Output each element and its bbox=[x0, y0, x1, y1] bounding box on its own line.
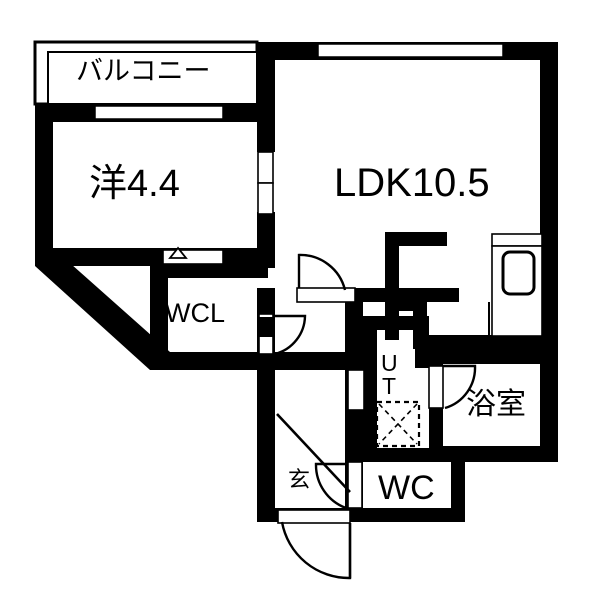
bedroom-door-icon bbox=[162, 246, 224, 265]
room-label-bedroom: 洋4.4 bbox=[89, 163, 180, 205]
toilet-door-icon bbox=[314, 461, 363, 510]
room-label-bathroom: 浴室 bbox=[466, 388, 526, 421]
room-label-balcony: バルコニー bbox=[76, 56, 211, 86]
washing-machine-icon bbox=[375, 400, 421, 448]
balcony-area bbox=[33, 40, 259, 106]
room-label-entrance: 玄 bbox=[288, 467, 311, 492]
windows bbox=[94, 43, 504, 120]
entrance-door-icon bbox=[277, 509, 352, 580]
sink-icon bbox=[491, 233, 543, 337]
door-jamb bbox=[258, 317, 274, 337]
room-label-utility-u: U bbox=[381, 350, 398, 376]
room-label-wcl: WCL bbox=[165, 298, 225, 328]
room-label-utility-t: T bbox=[382, 373, 397, 399]
room-label-toilet: WC bbox=[378, 469, 435, 507]
room-label-ldk: LDK10.5 bbox=[334, 161, 490, 205]
window-icon bbox=[94, 105, 224, 120]
railing-icon bbox=[47, 51, 258, 105]
ldk-hall-door-icon bbox=[296, 253, 356, 303]
entrance-step-line bbox=[276, 413, 351, 493]
bathroom-door-icon bbox=[428, 364, 477, 410]
window-icon bbox=[317, 43, 504, 58]
ut-opening bbox=[347, 369, 365, 411]
sliding-door-icon bbox=[257, 151, 274, 215]
